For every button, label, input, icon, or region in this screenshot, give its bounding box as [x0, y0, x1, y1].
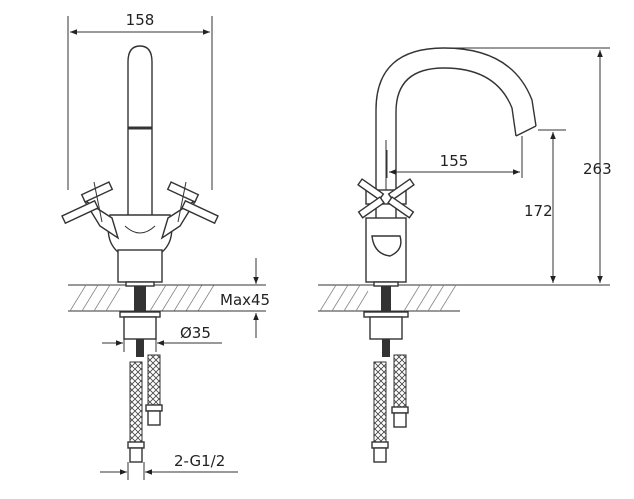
side-handle — [357, 178, 415, 219]
connection-label: 2-G1/2 — [174, 452, 225, 470]
hole-diameter-dimension: Ø35 — [102, 324, 222, 352]
front-shank — [119, 286, 161, 357]
side-shank — [363, 286, 409, 357]
width-dimension: 158 — [67, 11, 213, 190]
hole-dia-label: Ø35 — [180, 324, 211, 342]
total-height-label: 263 — [583, 160, 612, 178]
side-body — [365, 217, 407, 287]
max-deck-dimension: Max45 — [158, 258, 270, 338]
front-right-handle — [160, 181, 219, 240]
total-height-dimension: 263 — [450, 47, 612, 283]
width-label: 158 — [126, 11, 155, 29]
reach-label: 155 — [440, 152, 469, 170]
front-spout — [127, 45, 153, 219]
front-body — [107, 214, 173, 287]
front-view: 158 — [61, 11, 270, 480]
reach-dimension: 155 — [386, 136, 523, 178]
spout-height-label: 172 — [524, 202, 553, 220]
connection-dimension: 2-G1/2 — [100, 452, 238, 480]
front-left-handle — [61, 181, 120, 240]
front-counter-section — [68, 284, 245, 312]
front-hoses — [127, 354, 163, 463]
max-deck-label: Max45 — [220, 291, 270, 309]
spout-height-dimension: 172 — [460, 129, 610, 286]
side-hoses — [371, 354, 409, 463]
side-view: 155 172 263 — [318, 47, 612, 463]
